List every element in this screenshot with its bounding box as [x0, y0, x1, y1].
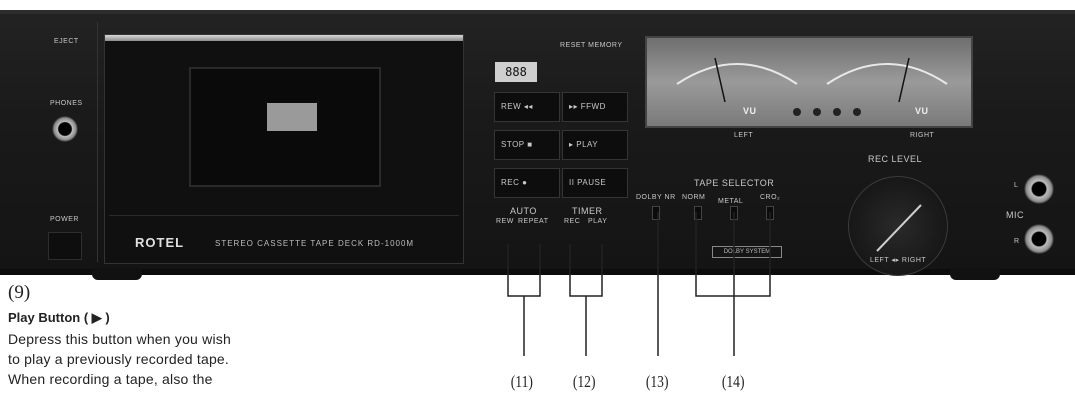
meter-led [853, 108, 861, 116]
knob-pointer-icon [876, 204, 922, 252]
eject-label: EJECT [54, 38, 79, 45]
tape-selector-title: TAPE SELECTOR [694, 178, 775, 188]
meter-left-label: LEFT [734, 132, 754, 139]
door-top-trim [105, 35, 463, 41]
stop-button[interactable]: STOP ■ [494, 130, 560, 160]
tape-view-window [267, 103, 317, 131]
caption-line-3: When recording a tape, also the [8, 371, 213, 387]
callout-12: (12) [572, 372, 596, 391]
timer-rec-label: REC [564, 218, 581, 225]
meter-led [793, 108, 801, 116]
rec-level-title: REC LEVEL [868, 154, 923, 164]
metal-label: METAL [718, 198, 744, 205]
rec-level-balance-label: LEFT ◂▸ RIGHT [870, 257, 927, 264]
left-meter-scale [676, 57, 798, 103]
reset-memory-label: RESET MEMORY [560, 42, 623, 49]
caption-block: (9) Play Button ( ▶ ) Depress this butto… [8, 282, 478, 389]
norm-label: NORM [682, 194, 706, 201]
metal-switch[interactable] [730, 206, 738, 220]
crox-label: CrO₂ [760, 194, 781, 201]
tape-counter: 888 [495, 62, 537, 82]
meter-led [833, 108, 841, 116]
auto-repeat-label: REPEAT [518, 218, 549, 225]
deck-foot-right [950, 268, 1000, 280]
cassette-window [189, 67, 381, 187]
vu-left-label: VU [743, 106, 757, 116]
play-label: ▸ PLAY [569, 140, 599, 149]
dolby-system-badge: DOLBY SYSTEM [712, 246, 782, 258]
vu-meter: VU VU [645, 36, 973, 128]
rew-label: REW ◂◂ [501, 102, 533, 111]
pause-label: II PAUSE [569, 178, 607, 187]
crox-switch[interactable] [766, 206, 774, 220]
cassette-door[interactable]: ROTEL STEREO CASSETTE TAPE DECK RD-1000M [104, 34, 464, 264]
deck-foot-left [92, 268, 142, 280]
caption-line-1: Depress this button when you wish [8, 331, 231, 347]
rec-button[interactable]: REC ● [494, 168, 560, 198]
cassette-deck-panel: EJECT PHONES POWER ROTEL STEREO CASSETTE… [0, 10, 1075, 276]
mic-right-jack[interactable] [1024, 224, 1054, 254]
ffwd-label: ▸▸ FFWD [569, 102, 606, 111]
caption-title: Play Button ( ▶ ) [8, 310, 110, 325]
vu-right-label: VU [915, 106, 929, 116]
auto-title: AUTO [510, 206, 537, 216]
right-meter-scale [826, 57, 948, 103]
callout-11: (11) [510, 372, 533, 391]
meter-led [813, 108, 821, 116]
power-label: POWER [50, 216, 79, 223]
meter-right-label: RIGHT [910, 132, 935, 139]
norm-switch[interactable] [694, 206, 702, 220]
dolby-nr-label: DOLBY NR [636, 194, 676, 201]
caption-line-2: to play a previously recorded tape. [8, 351, 230, 367]
mic-l-label: L [1014, 182, 1019, 189]
stop-label: STOP ■ [501, 140, 533, 149]
rew-button[interactable]: REW ◂◂ [494, 92, 560, 122]
brand-logo: ROTEL [135, 235, 185, 250]
callout-14: (14) [721, 372, 745, 391]
mic-label: MIC [1006, 210, 1024, 220]
model-text: STEREO CASSETTE TAPE DECK RD-1000M [215, 239, 415, 248]
auto-rew-label: REW [496, 218, 514, 225]
ffwd-button[interactable]: ▸▸ FFWD [562, 92, 628, 122]
mic-r-label: R [1014, 238, 1020, 245]
timer-title: TIMER [572, 206, 603, 216]
deck-top-edge [0, 10, 1075, 14]
callout-13: (13) [645, 372, 669, 391]
phones-jack[interactable] [52, 116, 78, 142]
rec-level-knob[interactable] [848, 176, 948, 276]
door-divider [109, 215, 459, 216]
pause-button[interactable]: II PAUSE [562, 168, 628, 198]
mic-left-jack[interactable] [1024, 174, 1054, 204]
timer-play-label: PLAY [588, 218, 608, 225]
phones-label: PHONES [50, 100, 83, 107]
power-button[interactable] [48, 232, 82, 260]
play-button[interactable]: ▸ PLAY [562, 130, 628, 160]
left-control-column: EJECT PHONES POWER [20, 22, 98, 262]
rec-label: REC ● [501, 178, 528, 187]
dolby-nr-switch[interactable] [652, 206, 660, 220]
caption-number: (9) [8, 282, 31, 303]
